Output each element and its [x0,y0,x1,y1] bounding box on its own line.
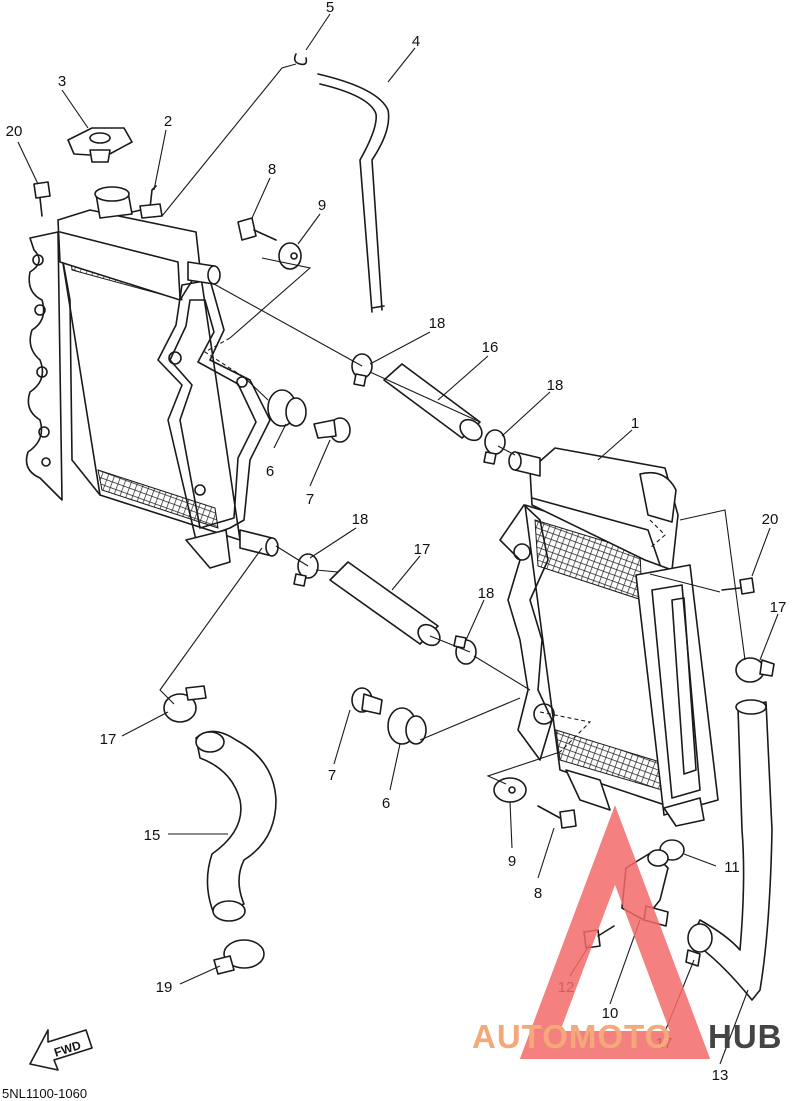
radiator-hose-left [195,730,277,922]
hose-clamp-upper-right [483,429,506,465]
diagram-code: 5NL1100-1060 [2,1086,87,1101]
fwd-arrow-icon: FWD [29,1029,93,1071]
callout-8-lower: 8 [534,885,542,902]
callout-9-lower: 9 [508,853,516,870]
radiator-hose-lower [329,561,441,647]
hose-clamp-left [163,685,207,723]
washer-lower [493,777,527,803]
callout-3: 3 [58,73,66,90]
callout-6-upper: 6 [266,463,274,480]
callout-17-left: 17 [100,731,117,748]
callout-4: 4 [412,33,420,50]
callout-18-c: 18 [352,511,369,528]
callout-5: 5 [326,0,334,16]
grommet-upper [267,389,307,427]
hose-clamp-bottom [213,939,265,975]
bolt-left-top [33,181,51,217]
callout-11: 11 [724,859,740,876]
grommet-lower [387,707,427,745]
collar-upper [313,417,351,443]
connection-lines [159,63,746,785]
clip-small [293,53,308,66]
callout-19: 19 [156,979,173,996]
hose-clamp-lower-left [293,553,319,587]
watermark-word-left: AUTOMOTO [472,1018,671,1055]
bolt-right [721,577,755,595]
hose-clamp-right-lower [685,923,713,967]
radiator-cap [67,127,133,163]
radiator-left [25,186,279,569]
callout-10: 10 [602,1005,619,1022]
watermark-word-right: HUB [708,1018,783,1055]
breather-hose [317,73,390,313]
watermark-logo: AUTOMOTO HUB [472,805,783,1059]
callout-7-upper: 7 [306,491,314,508]
bolt-lower [537,805,577,829]
bolt-upper [237,217,277,241]
hose-clamp-right-upper [735,657,775,683]
hose-clamp-lower-right [453,635,477,665]
hose-clamp-upper-left [351,353,373,387]
callout-2: 2 [164,113,172,130]
callout-20-left: 20 [6,123,23,140]
callout-15: 15 [144,827,161,844]
callout-18-a: 18 [429,315,446,332]
callout-7-lower: 7 [328,767,336,784]
callout-1: 1 [631,415,639,432]
callout-17-right-upper: 17 [770,599,787,616]
callout-8-upper: 8 [268,161,276,178]
callout-18-b: 18 [547,377,564,394]
callout-18-d: 18 [478,585,495,602]
callout-9-upper: 9 [318,197,326,214]
radiator-right [499,447,719,827]
callout-13: 13 [712,1067,729,1084]
radiator-hose-upper [383,363,483,442]
callout-20-right: 20 [762,511,779,528]
callout-6-lower: 6 [382,795,390,812]
callout-labels: 5 4 3 2 20 8 9 18 16 18 1 6 7 18 17 18 2… [6,0,787,1084]
collar-lower [351,687,383,715]
callout-14: 16 [482,339,499,356]
callout-16: 17 [414,541,431,558]
